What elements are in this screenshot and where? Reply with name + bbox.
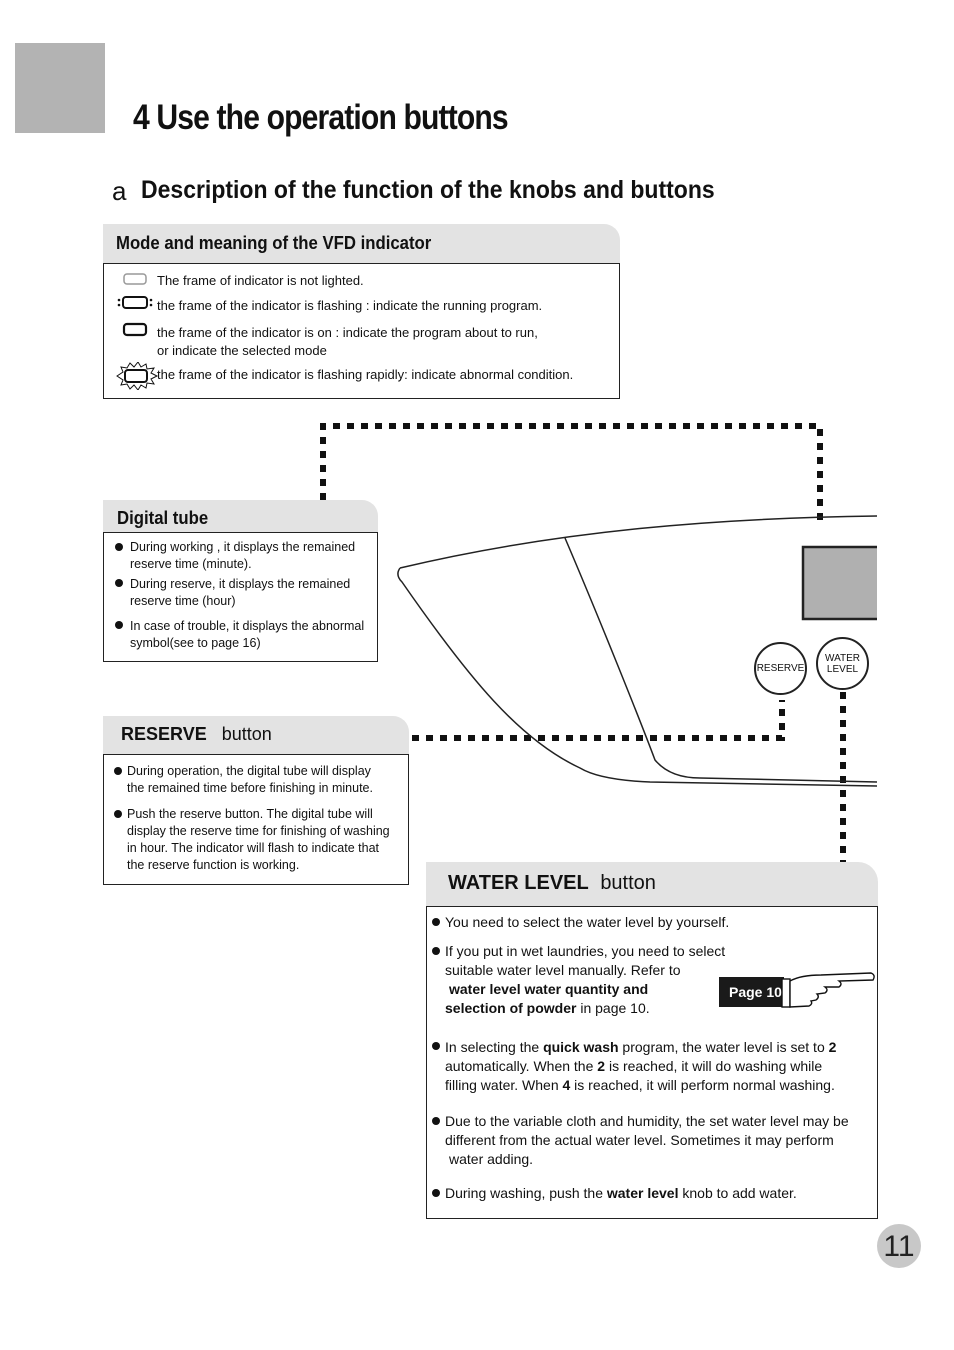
section-title: Description of the function of the knobs… [141,176,715,204]
panel-top-edge [399,515,878,569]
reserve-heading: RESERVE button [121,724,272,745]
bullet-icon [115,579,123,587]
water-level-heading-tab: WATER LEVEL button [426,862,878,908]
water-level-heading-bold: WATER LEVEL [448,872,589,894]
page-reference-badge[interactable]: Page 10 [719,977,784,1007]
digital-tube-line: During reserve, it displays the remained [130,577,351,591]
reserve-line: display the reserve time for finishing o… [127,824,390,838]
digital-tube-line: In case of trouble, it displays the abno… [130,619,365,633]
reserve-heading-bold: RESERVE [121,724,207,744]
reserve-knob[interactable]: RESERVE [754,642,807,695]
text-span: program, the water level is set to [618,1039,829,1055]
bullet-icon [432,918,440,926]
text-span: is reached, it will perform normal washi… [570,1077,835,1093]
water-level-p2-line: water level water quantity and [449,981,649,997]
vfd-row-1: The frame of indicator is not lighted. [157,273,364,288]
indicator-rapid-flash-icon [116,362,159,390]
panel-outer-edge [397,567,878,787]
text-bold: 4 [562,1077,571,1093]
dotted-connector-reserve [412,700,785,741]
pointing-hand-icon [781,972,875,1008]
water-level-p2-line: If you put in wet laundries, you need to… [445,943,726,959]
indicator-flashing-icon [117,296,153,309]
water-level-p2-line: selection of powder in page 10. [445,999,650,1018]
water-level-p1: You need to select the water level by yo… [445,914,730,930]
page-title: 4 Use the operation buttons [133,98,509,137]
water-knob-label-1: WATER [825,652,860,664]
reserve-line: the remained time before finishing in mi… [127,781,373,795]
panel-inner-edge [564,537,878,783]
water-level-knob[interactable]: WATER LEVEL [816,637,869,690]
reserve-line: in hour. The indicator will flash to ind… [127,841,379,855]
water-level-p4-line: water adding. [449,1151,534,1167]
water-level-p3-line: In selecting the quick wash program, the… [445,1038,836,1057]
reserve-knob-label: RESERVE [756,663,805,674]
water-level-p2-bold: selection of powder [445,1000,577,1016]
water-level-p2-line: suitable water level manually. Refer to [445,962,681,978]
corner-gray-block [15,43,105,133]
vfd-heading-tab: Mode and meaning of the VFD indicator [103,224,620,264]
text-span: knob to add water. [678,1185,797,1201]
water-level-box: You need to select the water level by yo… [426,906,878,1219]
water-level-heading-rest: button [600,872,656,894]
water-level-p5-line: During washing, push the water level kno… [445,1184,797,1203]
water-level-p4-line: Due to the variable cloth and humidity, … [445,1113,849,1129]
water-level-p2-rest: in page 10. [576,1000,650,1016]
water-level-p4-line: different from the actual water level. S… [445,1132,834,1148]
vfd-box: The frame of indicator is not lighted. t… [103,263,620,399]
indicator-off-icon [123,273,147,285]
digital-tube-line: symbol(see to page 16) [130,636,261,650]
bullet-icon [432,947,440,955]
vfd-row-4: the frame of the indicator is flashing r… [157,367,574,382]
indicator-on-icon [122,322,148,337]
water-level-heading: WATER LEVEL button [448,872,656,895]
text-span: automatically. When the [445,1058,598,1074]
water-knob-label-2: LEVEL [826,663,859,675]
reserve-heading-rest: button [221,724,272,744]
text-span: In selecting the [445,1039,544,1055]
bullet-icon [432,1117,440,1125]
reserve-box: During operation, the digital tube will … [103,754,409,885]
bullet-icon [115,621,123,629]
digital-tube-heading-tab: Digital tube [103,500,378,534]
text-span: filling water. When [445,1077,563,1093]
bullet-icon [115,543,123,551]
digital-tube-line: During working , it displays the remaine… [130,540,356,554]
vfd-row-3-cont: or indicate the selected mode [157,343,327,358]
bullet-icon [432,1189,440,1197]
page-number: 11 [877,1224,921,1268]
digital-tube-box: During working , it displays the remaine… [103,532,378,662]
vfd-row-3: the frame of the indicator is on : indic… [157,325,538,340]
reserve-line: the reserve function is working. [127,858,300,872]
text-bold: 2 [828,1039,837,1055]
bullet-icon [432,1042,440,1050]
dotted-connector-digital-tube [320,423,823,520]
reserve-heading-tab: RESERVE button [103,716,409,756]
digital-tube-heading: Digital tube [117,508,209,528]
bullet-icon [114,767,122,775]
water-level-p3-line: automatically. When the 2 is reached, it… [445,1057,822,1076]
text-bold: quick wash [543,1039,619,1055]
text-span: is reached, it will do washing while [605,1058,823,1074]
water-level-p3-line: filling water. When 4 is reached, it wil… [445,1076,835,1095]
bullet-icon [114,810,122,818]
digital-tube-line: reserve time (minute). [130,557,252,571]
display-window [801,545,877,621]
section-letter: a [112,176,127,206]
digital-tube-line: reserve time (hour) [130,594,236,608]
text-bold: water level [606,1185,679,1201]
reserve-line: During operation, the digital tube will … [127,764,371,778]
reserve-line: Push the reserve button. The digital tub… [127,807,373,821]
text-span: During washing, push the [445,1185,607,1201]
text-bold: 2 [597,1058,606,1074]
vfd-row-2: the frame of the indicator is flashing :… [157,298,543,313]
vfd-heading: Mode and meaning of the VFD indicator [116,233,432,253]
